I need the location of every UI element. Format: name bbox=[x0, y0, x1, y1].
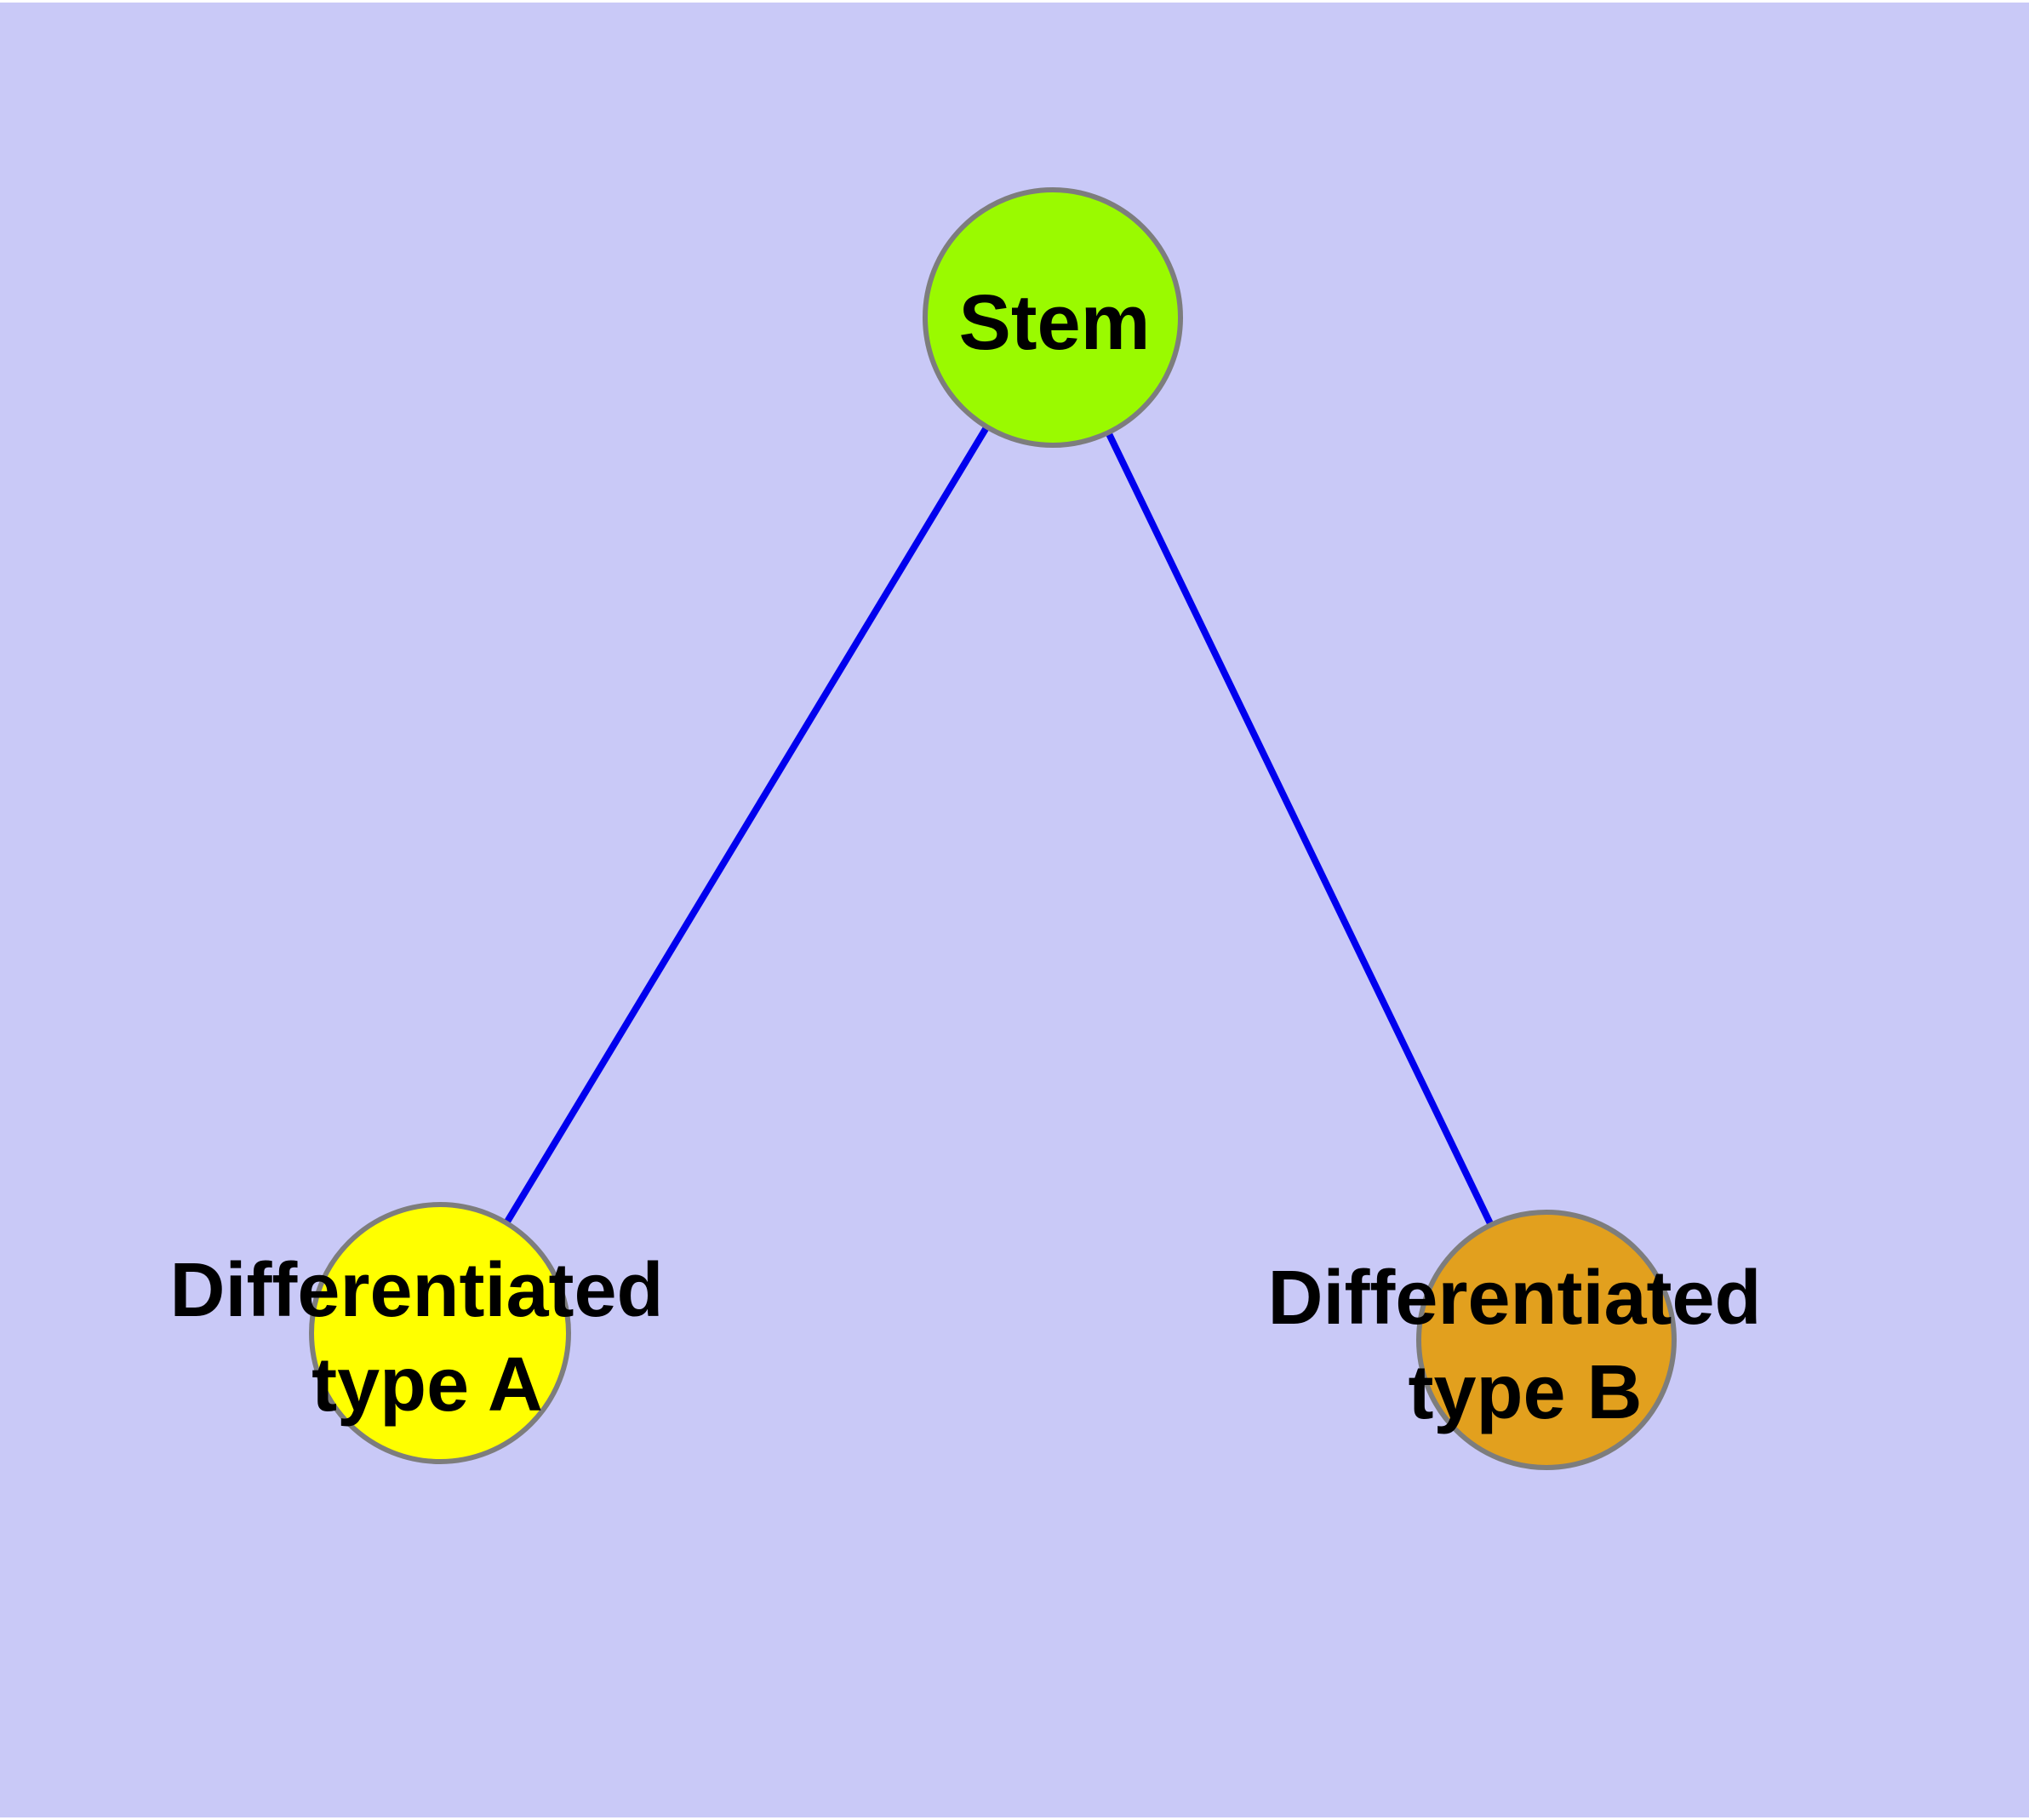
node-type-b-label-line2: type B bbox=[1408, 1350, 1642, 1435]
node-type-a-label-line1: Differentiated bbox=[169, 1248, 663, 1333]
node-type-b-label: Differentiated type B bbox=[1267, 1256, 1782, 1435]
node-type-a-label: Differentiated type A bbox=[169, 1248, 684, 1428]
edge-stem-to-type-b bbox=[1049, 316, 1550, 1342]
node-differentiated-type-a bbox=[309, 1202, 571, 1464]
node-stem bbox=[923, 187, 1183, 448]
node-differentiated-type-b bbox=[1416, 1210, 1677, 1470]
node-type-b-label-line1: Differentiated bbox=[1267, 1256, 1761, 1341]
node-stem-label: Stem bbox=[959, 279, 1151, 366]
node-type-a-label-line2: type A bbox=[311, 1342, 543, 1428]
edge-stem-to-type-a bbox=[437, 315, 1056, 1336]
